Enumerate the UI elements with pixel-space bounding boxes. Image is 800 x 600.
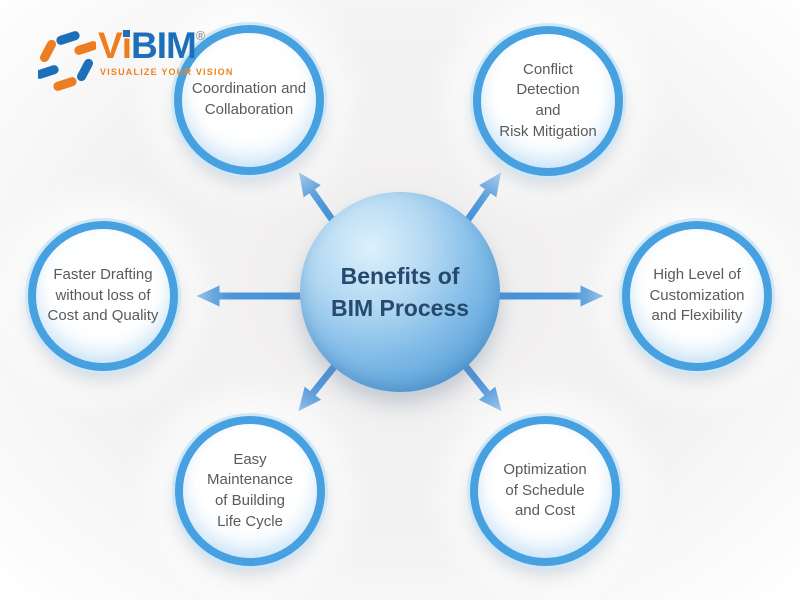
wordmark-i-dot bbox=[122, 30, 130, 37]
node-label: High Level of Customization and Flexibil… bbox=[649, 265, 745, 325]
node-conflict-detection-and-risk-mitigation: Conflict Detection and Risk Mitigation bbox=[473, 26, 623, 176]
node-optimization-schedule-cost: Optimization of Schedule and Cost bbox=[470, 416, 620, 566]
node-label: Easy Maintenance of Building Life Cycle bbox=[207, 450, 293, 530]
registered-trademark-symbol: ® bbox=[195, 28, 206, 43]
node-label: Optimization of Schedule and Cost bbox=[503, 460, 587, 520]
center-node-label: Benefits of BIM Process bbox=[330, 262, 470, 321]
node-faster-drafting: Faster Drafting without loss of Cost and… bbox=[28, 221, 178, 371]
node-customization-flexibility: High Level of Customization and Flexibil… bbox=[622, 221, 772, 371]
vibim-logo-icon bbox=[38, 31, 96, 91]
wordmark-bim: BIM bbox=[130, 25, 197, 66]
node-label: Faster Drafting without loss of Cost and… bbox=[47, 265, 159, 325]
node-coordination-and-collaboration: Coordination and Collaboration bbox=[174, 25, 324, 175]
wordmark-i: ı bbox=[121, 25, 132, 66]
wordmark-v: V bbox=[98, 25, 123, 66]
node-easy-maintenance: Easy Maintenance of Building Life Cycle bbox=[175, 416, 325, 566]
node-label: Conflict Detection and Risk Mitigation bbox=[499, 60, 597, 140]
vibim-tagline: VISUALIZE YOUR VISION bbox=[100, 67, 234, 77]
center-node-benefits-of-bim-process: Benefits of BIM Process bbox=[300, 192, 500, 392]
node-label: Coordination and Collaboration bbox=[191, 80, 307, 118]
